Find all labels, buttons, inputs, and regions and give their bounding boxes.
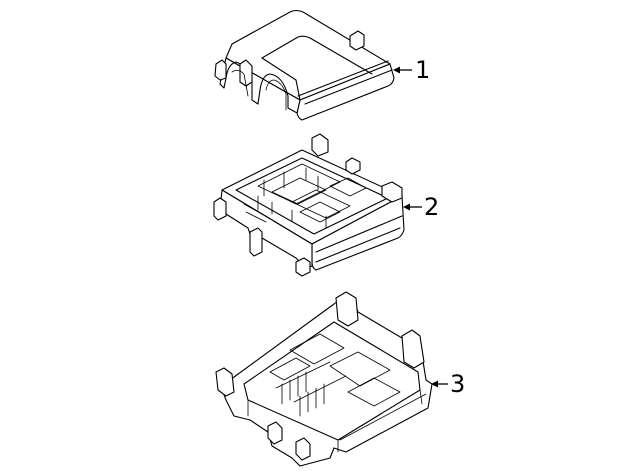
callout-arrow-1 bbox=[393, 66, 412, 74]
callout-label-3: 3 bbox=[450, 370, 466, 398]
part-3-tray bbox=[215, 291, 433, 467]
part-1-cover bbox=[214, 9, 395, 121]
part-2-housing bbox=[213, 133, 405, 277]
callout-label-1: 1 bbox=[415, 56, 431, 84]
callout-label-2: 2 bbox=[424, 193, 440, 221]
callout-arrow-3 bbox=[431, 380, 448, 388]
callout-arrow-2 bbox=[403, 203, 422, 211]
